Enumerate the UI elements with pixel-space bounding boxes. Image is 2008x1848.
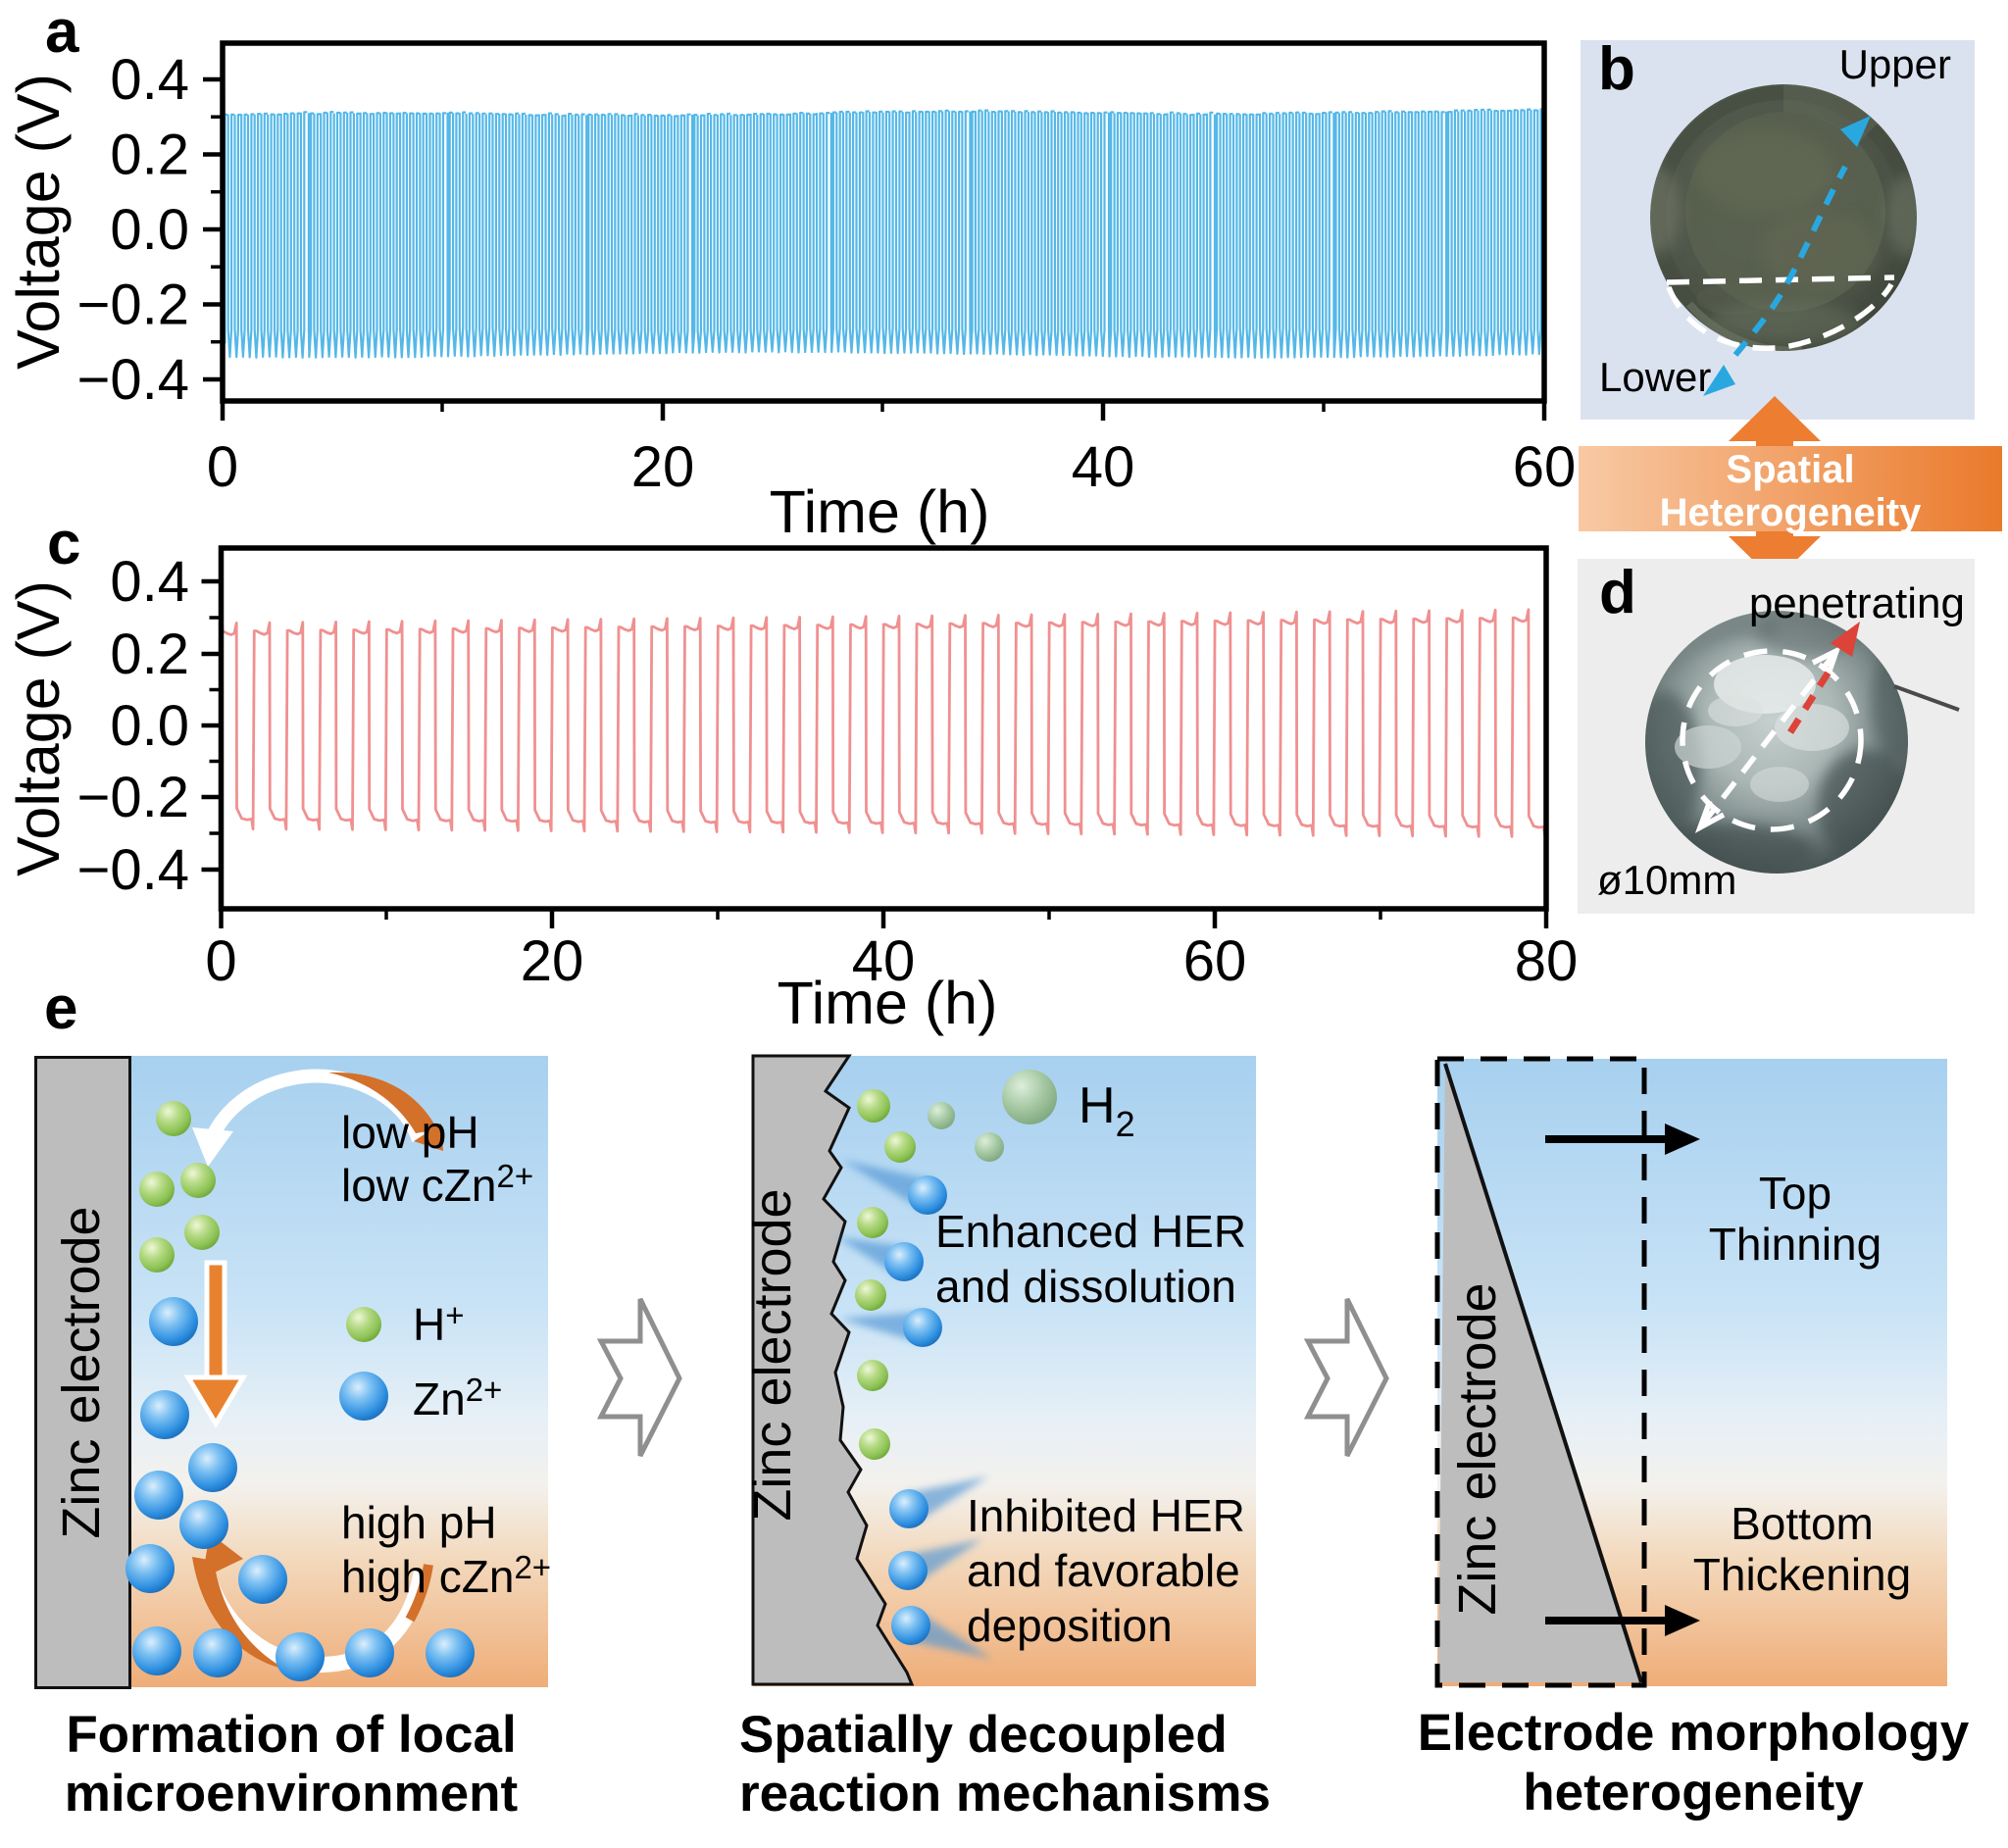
svg-text:0.4: 0.4 — [110, 48, 189, 112]
svg-text:Time (h): Time (h) — [778, 970, 998, 1036]
svg-text:and favorable: and favorable — [967, 1545, 1240, 1596]
svg-text:40: 40 — [1072, 435, 1135, 499]
svg-text:Zinc electrode: Zinc electrode — [1448, 1282, 1507, 1615]
svg-text:Enhanced HER: Enhanced HER — [935, 1206, 1246, 1257]
svg-text:c: c — [47, 510, 80, 577]
svg-text:Voltage (V): Voltage (V) — [5, 580, 72, 876]
svg-text:deposition: deposition — [967, 1600, 1173, 1651]
svg-text:Voltage (V): Voltage (V) — [5, 74, 72, 370]
svg-text:b: b — [1598, 35, 1635, 103]
svg-text:20: 20 — [521, 929, 584, 993]
svg-text:Upper: Upper — [1839, 41, 1951, 87]
svg-text:heterogeneity: heterogeneity — [1523, 1764, 1864, 1822]
svg-text:Heterogeneity: Heterogeneity — [1660, 491, 1922, 534]
svg-text:microenvironment: microenvironment — [65, 1765, 518, 1823]
svg-text:Thickening: Thickening — [1693, 1549, 1911, 1600]
svg-text:Time (h): Time (h) — [770, 478, 990, 545]
svg-text:Inhibited HER: Inhibited HER — [967, 1490, 1245, 1541]
svg-text:Formation of local: Formation of local — [66, 1706, 516, 1764]
svg-text:Lower: Lower — [1599, 354, 1711, 400]
svg-text:0.0: 0.0 — [110, 198, 189, 262]
svg-text:−0.2: −0.2 — [77, 274, 190, 337]
svg-text:0.4: 0.4 — [110, 550, 189, 614]
svg-text:Top: Top — [1759, 1168, 1832, 1219]
svg-text:d: d — [1599, 559, 1636, 626]
svg-text:Spatial: Spatial — [1726, 448, 1854, 491]
svg-text:and dissolution: and dissolution — [935, 1261, 1236, 1312]
svg-text:low pH: low pH — [341, 1107, 479, 1158]
svg-text:Zinc electrode: Zinc electrode — [52, 1206, 111, 1538]
svg-text:80: 80 — [1515, 929, 1579, 993]
svg-text:60: 60 — [1513, 435, 1577, 499]
svg-text:40: 40 — [852, 929, 916, 993]
svg-text:Spatially decoupled: Spatially decoupled — [739, 1706, 1228, 1764]
svg-text:high pH: high pH — [341, 1497, 497, 1548]
svg-text:0: 0 — [207, 435, 238, 499]
svg-text:−0.4: −0.4 — [77, 348, 190, 412]
svg-text:ø10mm: ø10mm — [1597, 857, 1736, 903]
svg-text:e: e — [44, 974, 77, 1042]
svg-text:0: 0 — [205, 929, 236, 993]
svg-text:60: 60 — [1183, 929, 1247, 993]
svg-text:Thinning: Thinning — [1709, 1219, 1882, 1270]
svg-text:0.2: 0.2 — [110, 124, 189, 187]
svg-text:−0.2: −0.2 — [77, 766, 190, 829]
svg-text:Electrode morphology: Electrode morphology — [1418, 1704, 1970, 1762]
svg-text:penetrating: penetrating — [1749, 579, 1965, 627]
svg-text:Zinc electrode: Zinc electrode — [743, 1188, 802, 1521]
svg-text:0.2: 0.2 — [110, 623, 189, 686]
svg-text:Bottom: Bottom — [1731, 1498, 1874, 1549]
svg-text:20: 20 — [631, 435, 695, 499]
svg-text:0.0: 0.0 — [110, 694, 189, 758]
svg-text:−0.4: −0.4 — [77, 838, 190, 902]
svg-text:reaction mechanisms: reaction mechanisms — [739, 1765, 1271, 1823]
svg-text:a: a — [45, 0, 79, 66]
svg-text:Zn2+: Zn2+ — [413, 1372, 502, 1424]
